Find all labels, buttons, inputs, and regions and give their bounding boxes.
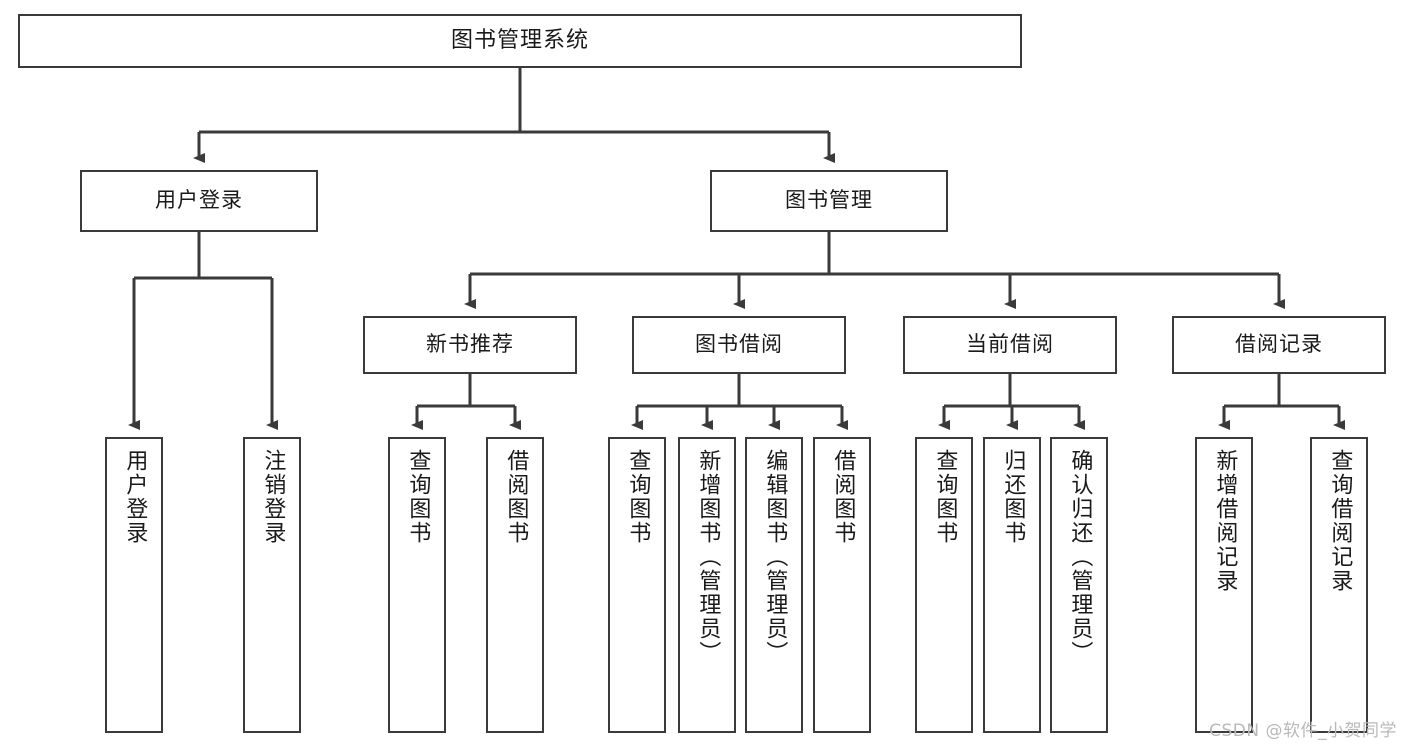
node-new-book-recommend-label: 新书推荐 (426, 332, 514, 357)
node-leaf-borrow-book-1[interactable]: 借阅图书 (486, 437, 544, 733)
node-leaf-borrow-book-2-label: 借阅图书 (830, 449, 856, 545)
node-leaf-query-book-1-label: 查询图书 (405, 449, 431, 545)
node-leaf-user-login-label: 用户登录 (122, 449, 148, 545)
node-borrow-record[interactable]: 借阅记录 (1172, 316, 1386, 374)
node-leaf-query-book-3-label: 查询图书 (932, 449, 958, 545)
node-leaf-query-book-2-label: 查询图书 (625, 449, 651, 545)
node-leaf-query-book-2[interactable]: 查询图书 (608, 437, 666, 733)
node-book-borrow-label: 图书借阅 (695, 332, 783, 357)
node-leaf-query-book-3[interactable]: 查询图书 (915, 437, 973, 733)
node-leaf-return-book[interactable]: 归还图书 (983, 437, 1041, 733)
node-book-borrow[interactable]: 图书借阅 (632, 316, 846, 374)
node-borrow-record-label: 借阅记录 (1235, 332, 1323, 357)
node-leaf-confirm-return[interactable]: 确认归还（管理员） (1050, 437, 1108, 733)
node-leaf-add-record-label: 新增借阅记录 (1212, 449, 1238, 593)
node-leaf-user-logout[interactable]: 注销登录 (243, 437, 301, 733)
node-leaf-add-book-label: 新增图书（管理员） (695, 449, 721, 665)
node-leaf-query-record[interactable]: 查询借阅记录 (1310, 437, 1368, 733)
node-leaf-add-record[interactable]: 新增借阅记录 (1195, 437, 1253, 733)
node-leaf-borrow-book-1-label: 借阅图书 (503, 449, 529, 545)
node-leaf-edit-book[interactable]: 编辑图书（管理员） (745, 437, 803, 733)
node-leaf-confirm-return-label: 确认归还（管理员） (1067, 449, 1093, 665)
node-leaf-user-login[interactable]: 用户登录 (105, 437, 163, 733)
node-user-login-label: 用户登录 (155, 188, 243, 213)
csdn-watermark: CSDN @软件_小贺同学 (1209, 721, 1397, 741)
node-leaf-edit-book-label: 编辑图书（管理员） (762, 449, 788, 665)
node-book-manage-label: 图书管理 (785, 188, 873, 213)
node-leaf-add-book[interactable]: 新增图书（管理员） (678, 437, 736, 733)
node-new-book-recommend[interactable]: 新书推荐 (363, 316, 577, 374)
node-root-label: 图书管理系统 (450, 27, 589, 53)
node-leaf-return-book-label: 归还图书 (1000, 449, 1026, 545)
node-root[interactable]: 图书管理系统 (18, 14, 1022, 68)
node-leaf-query-record-label: 查询借阅记录 (1327, 449, 1353, 593)
node-current-borrow[interactable]: 当前借阅 (903, 316, 1117, 374)
node-current-borrow-label: 当前借阅 (966, 332, 1054, 357)
node-leaf-borrow-book-2[interactable]: 借阅图书 (813, 437, 871, 733)
node-book-manage[interactable]: 图书管理 (710, 170, 948, 232)
node-user-login[interactable]: 用户登录 (80, 170, 318, 232)
node-leaf-query-book-1[interactable]: 查询图书 (388, 437, 446, 733)
node-leaf-user-logout-label: 注销登录 (260, 449, 286, 545)
